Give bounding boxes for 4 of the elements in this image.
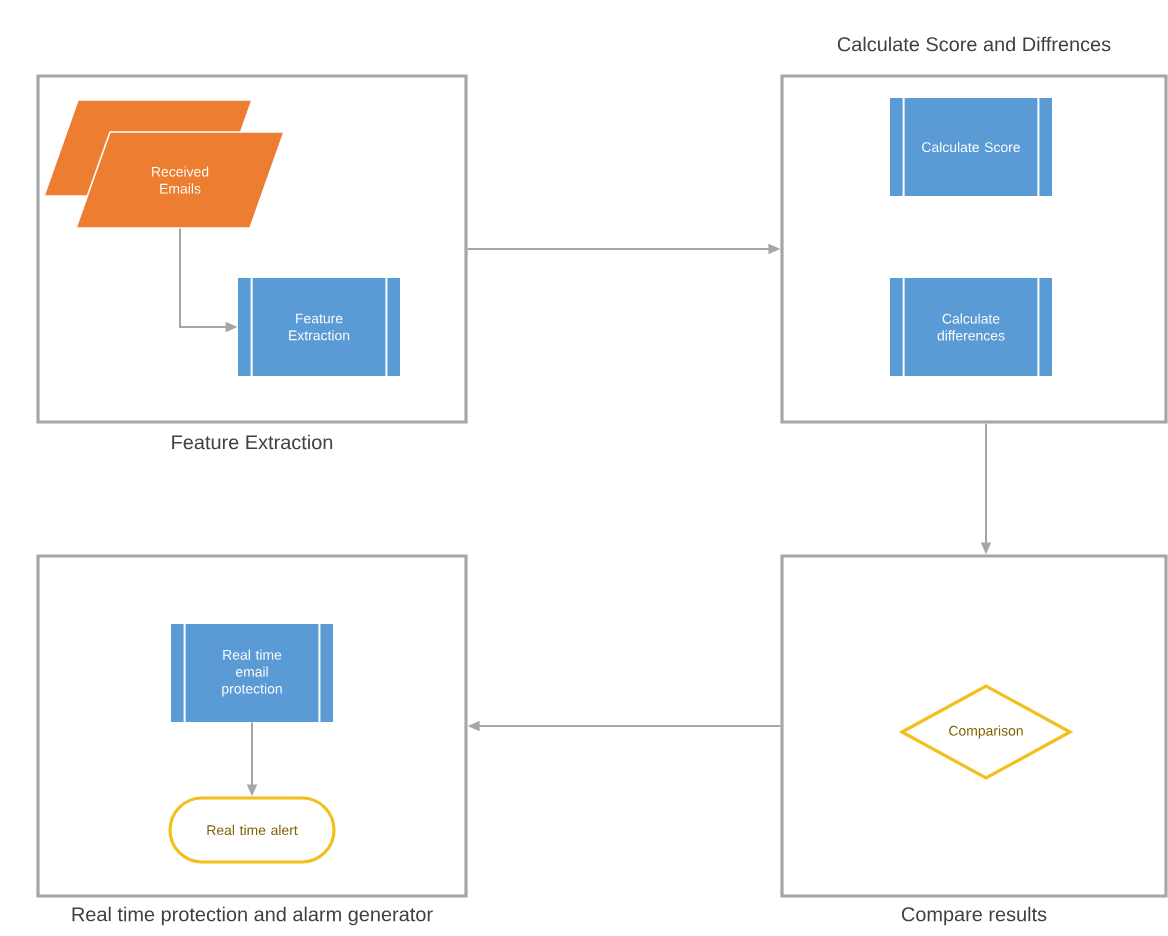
node-label: Compare results bbox=[901, 906, 1047, 926]
node-label: Calculate Score and Diffrences bbox=[837, 36, 1111, 52]
node-label: Real time protection and alarm generator bbox=[72, 906, 433, 926]
node-label: Feature Extraction bbox=[172, 434, 333, 450]
